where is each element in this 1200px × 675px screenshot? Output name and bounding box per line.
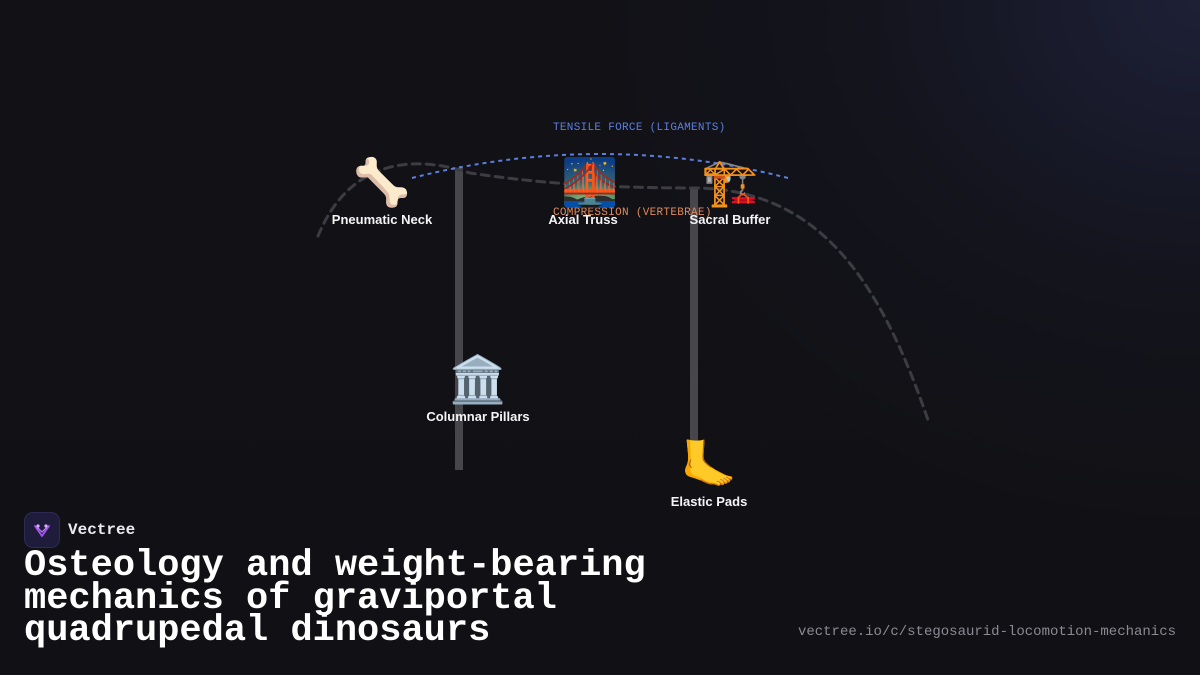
hind-limb-pillar [690, 188, 698, 470]
node-label: Pneumatic Neck [331, 212, 433, 227]
node-axial-truss[interactable]: 🌉 Axial Truss [548, 154, 619, 227]
foot-icon: 🦶 [680, 438, 738, 490]
page-title: Osteology and weight-bearing mechanics o… [24, 545, 646, 652]
node-label: Sacral Buffer [689, 212, 771, 227]
node-label: Axial Truss [548, 212, 618, 227]
node-sacral-buffer[interactable]: 🏗️ Sacral Buffer [690, 154, 771, 227]
tensile-force-arc [411, 153, 789, 179]
page-url[interactable]: vectree.io/c/stegosaurid-locomotion-mech… [797, 624, 1176, 640]
node-pneumatic-neck[interactable]: 🦴 Pneumatic Neck [332, 154, 432, 227]
front-limb-pillar [455, 168, 463, 470]
spine-curve [316, 162, 930, 422]
crane-icon: 🏗️ [701, 156, 759, 208]
bone-icon: 🦴 [353, 156, 411, 208]
compression-force-label: COMPRESSION (VERTEBRAE) [553, 207, 712, 219]
node-columnar-pillars[interactable]: 🏛️ Columnar Pillars [426, 351, 529, 424]
bridge-icon: 🌉 [561, 156, 619, 208]
node-label: Columnar Pillars [426, 409, 530, 424]
node-elastic-pads[interactable]: 🦶 Elastic Pads [671, 436, 748, 509]
brand-name: Vectree [68, 521, 136, 539]
classical-building-icon: 🏛️ [449, 353, 507, 405]
node-label: Elastic Pads [670, 494, 748, 509]
brand[interactable]: Vectree [24, 512, 135, 548]
vectree-logo-icon [24, 512, 60, 548]
tensile-force-label: TENSILE FORCE (LIGAMENTS) [553, 122, 726, 134]
